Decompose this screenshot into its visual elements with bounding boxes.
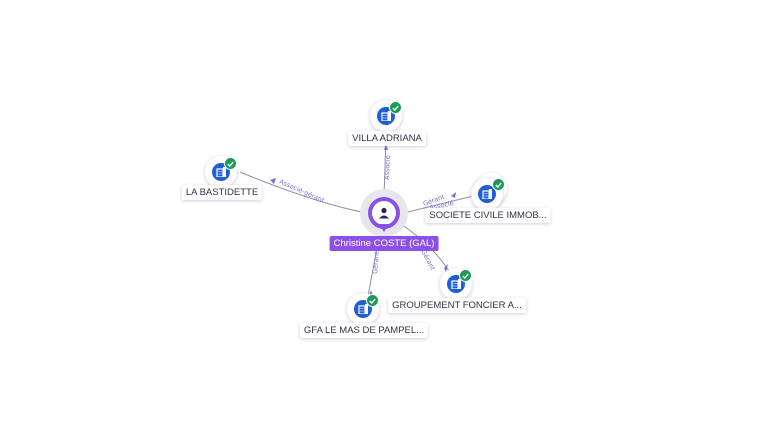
verified-check-icon <box>492 178 505 191</box>
company-label-gfa[interactable]: GROUPEMENT FONCIER A... <box>388 298 526 313</box>
person-name-label[interactable]: Christine COSTE (GAL) <box>329 236 439 251</box>
company-label-villa[interactable]: VILLA ADRIANA <box>348 131 426 146</box>
edge-label-mas: Gérant <box>371 251 381 274</box>
company-node-villa[interactable] <box>368 98 408 138</box>
arrowhead <box>270 178 276 184</box>
edge-label-bastidette: Associé-gérant <box>278 178 326 205</box>
verified-check-icon <box>459 269 472 282</box>
arrowhead <box>451 192 456 198</box>
person-icon <box>379 207 389 219</box>
arrowhead <box>444 264 448 272</box>
company-label-scimmo[interactable]: SOCIETE CIVILE IMMOB... <box>425 208 551 223</box>
verified-check-icon <box>389 101 402 114</box>
company-node-mas[interactable] <box>345 291 385 331</box>
company-label-bastidette[interactable]: LA BASTIDETTE <box>181 185 263 200</box>
arrowhead <box>384 144 388 150</box>
verified-check-icon <box>224 157 237 170</box>
company-node-scimmo[interactable] <box>469 173 509 216</box>
edge-label-villa: Associé <box>383 155 392 180</box>
company-node-gfa[interactable] <box>438 266 478 306</box>
company-label-mas[interactable]: GFA LE MAS DE PAMPEL... <box>299 323 429 338</box>
verified-check-icon <box>366 294 379 307</box>
person-node[interactable] <box>368 197 400 232</box>
company-node-bastidette[interactable] <box>203 154 243 194</box>
building-icon <box>478 185 496 203</box>
